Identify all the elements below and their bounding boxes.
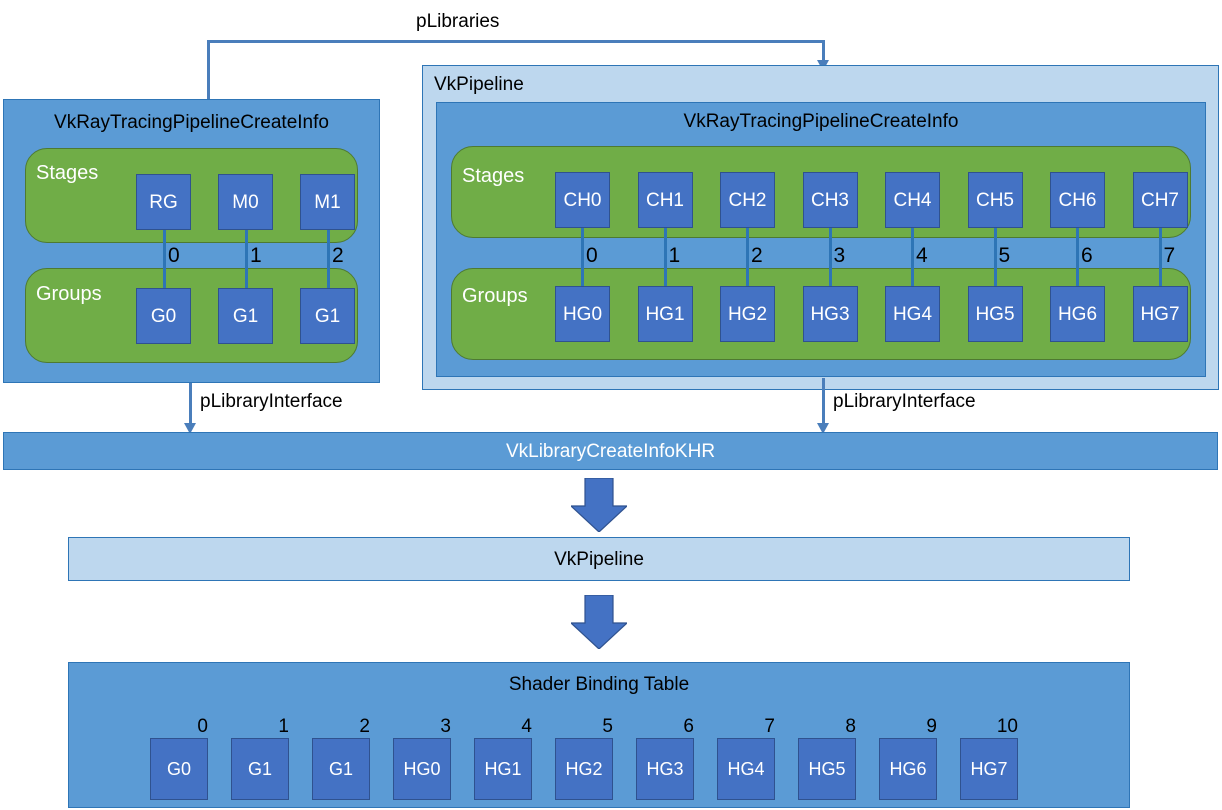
right-connector-6 (1076, 226, 1079, 304)
sbt-index-2: 2 (359, 716, 370, 737)
left-connector-1 (245, 228, 248, 303)
right-vkpipeline-title: VkPipeline (434, 74, 524, 95)
left-stage-box: RG (136, 174, 191, 230)
left-panel-title: VkRayTracingPipelineCreateInfo (54, 112, 329, 133)
sbt-index-4: 4 (521, 716, 532, 737)
block-arrow-to-sbt (571, 595, 627, 649)
left-groups-label: Groups (36, 283, 102, 305)
left-index-0: 0 (168, 244, 180, 267)
right-connector-1 (663, 226, 667, 304)
sbt-entry: G1 (231, 738, 289, 800)
right-index-0: 0 (586, 244, 598, 267)
left-group-box: G0 (136, 288, 191, 344)
right-group-box: HG7 (1132, 286, 1188, 342)
plibraries-down-stem (822, 40, 825, 62)
sbt-entry: HG2 (555, 738, 613, 800)
sbt-entry: HG0 (393, 738, 451, 800)
left-connector-0 (163, 228, 166, 303)
right-panel-title: VkRayTracingPipelineCreateInfo (683, 111, 959, 132)
right-stage-box: CH6 (1050, 172, 1105, 228)
left-stages-label: Stages (36, 162, 99, 184)
block-arrow-to-pipeline (571, 478, 627, 532)
left-group-box: G1 (218, 288, 273, 344)
sbt-index-10: 10 (996, 716, 1018, 737)
right-index-6: 6 (1081, 244, 1093, 267)
sbt-entry: HG3 (636, 738, 694, 800)
left-stage-box: M0 (218, 174, 273, 230)
sbt-entry: HG5 (798, 738, 856, 800)
shader-binding-table-title: Shader Binding Table (508, 674, 690, 695)
right-index-3: 3 (833, 244, 846, 267)
right-index-7: 7 (1163, 244, 1176, 267)
right-connector-4 (911, 226, 914, 304)
left-plibraryinterface-arrowhead (184, 423, 196, 434)
right-groups-label: Groups (462, 285, 528, 307)
sbt-entry: G0 (150, 738, 208, 800)
right-stage-box: CH3 (802, 172, 858, 228)
right-stage-box: CH7 (1132, 172, 1188, 228)
sbt-index-3: 3 (440, 716, 451, 737)
library-create-info-bar (3, 432, 1218, 470)
left-index-2: 2 (332, 244, 344, 267)
sbt-index-0: 0 (197, 716, 208, 737)
right-stage-box: CH0 (555, 172, 610, 228)
right-group-box: HG4 (885, 286, 940, 342)
right-connector-2 (746, 226, 749, 304)
sbt-entry: HG7 (960, 738, 1018, 800)
sbt-index-7: 7 (764, 716, 775, 737)
left-connector-2 (327, 228, 330, 303)
sbt-index-5: 5 (602, 716, 613, 737)
right-stage-box: CH5 (967, 172, 1023, 228)
sbt-entry: HG4 (717, 738, 775, 800)
right-group-box: HG5 (967, 286, 1023, 342)
sbt-index-6: 6 (683, 716, 694, 737)
right-connector-3 (828, 226, 832, 304)
sbt-index-1: 1 (278, 716, 289, 737)
right-group-box: HG6 (1050, 286, 1105, 342)
plibraries-horizontal (207, 40, 825, 43)
sbt-entry: HG1 (474, 738, 532, 800)
right-connector-7 (1158, 226, 1162, 304)
vkpipeline-result-label: VkPipeline (554, 549, 644, 570)
right-connector-0 (581, 226, 584, 304)
plibraries-label: pLibraries (416, 11, 500, 32)
right-index-1: 1 (668, 244, 681, 267)
left-plibraryinterface-label: pLibraryInterface (200, 391, 343, 412)
right-stage-box: CH4 (885, 172, 940, 228)
right-group-box: HG3 (802, 286, 858, 342)
right-stages-label: Stages (462, 165, 525, 187)
library-create-info-label: VkLibraryCreateInfoKHR (505, 441, 716, 462)
right-group-box: HG0 (555, 286, 610, 342)
right-index-5: 5 (998, 244, 1011, 267)
right-plibraryinterface-arrowhead (817, 423, 829, 434)
right-stage-box: CH1 (637, 172, 693, 228)
right-plibraryinterface-label: pLibraryInterface (833, 391, 976, 412)
right-index-4: 4 (916, 244, 928, 267)
sbt-index-8: 8 (845, 716, 856, 737)
right-plibraryinterface-stem (822, 378, 825, 425)
plibraries-up-stem (207, 40, 210, 100)
left-stage-box: M1 (300, 174, 355, 230)
left-group-box: G1 (300, 288, 355, 344)
right-group-box: HG1 (637, 286, 693, 342)
vkpipeline-result-bar (68, 537, 1130, 581)
right-stage-box: CH2 (720, 172, 775, 228)
sbt-entry: G1 (312, 738, 370, 800)
sbt-entry: HG6 (879, 738, 937, 800)
sbt-index-9: 9 (926, 716, 937, 737)
right-index-2: 2 (751, 244, 763, 267)
left-index-1: 1 (250, 244, 262, 267)
left-plibraryinterface-stem (189, 383, 192, 425)
right-group-box: HG2 (720, 286, 775, 342)
right-connector-5 (993, 226, 997, 304)
